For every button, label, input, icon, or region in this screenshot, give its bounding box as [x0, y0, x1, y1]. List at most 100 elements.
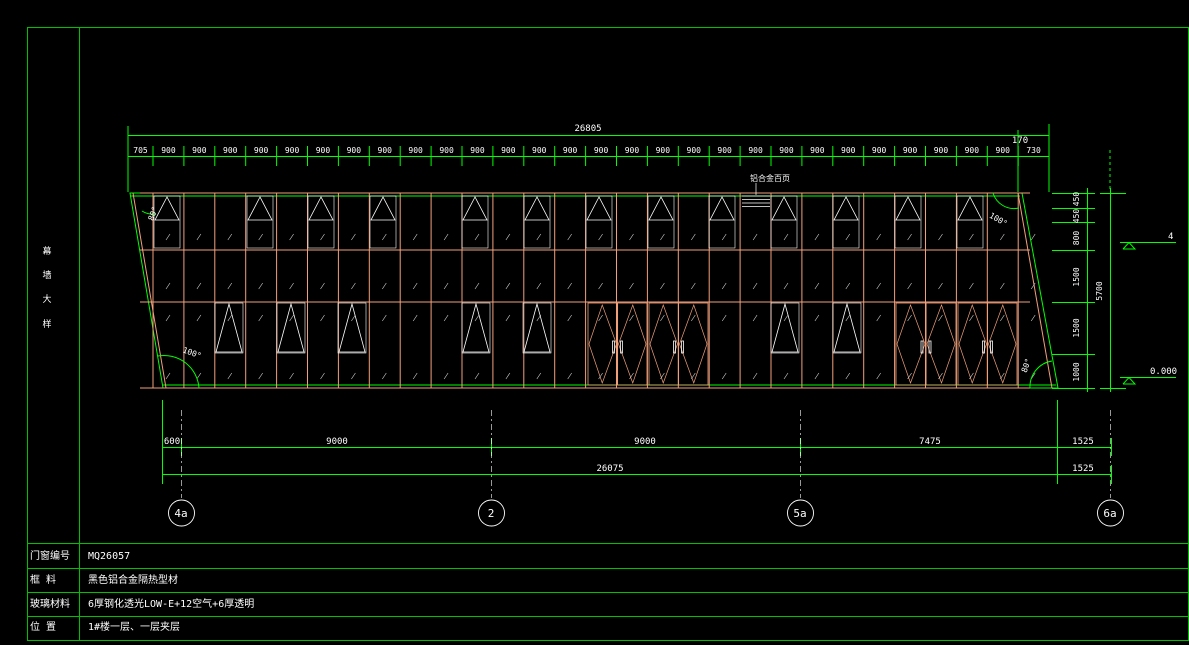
lower-vent-frame	[771, 303, 799, 353]
glass-mark	[197, 373, 201, 379]
glass-mark	[815, 234, 819, 240]
info-key-glass: 玻璃材料	[30, 597, 70, 610]
glass-mark	[846, 234, 850, 240]
lower-vent-triangle	[524, 304, 550, 352]
vent-frame	[957, 196, 983, 248]
lower-vent-frame	[462, 303, 490, 353]
height-label: 1000	[1072, 362, 1081, 381]
level-upper-label: 4	[1168, 232, 1173, 242]
side-label-char: 幕	[42, 245, 51, 257]
glass-mark	[939, 283, 943, 289]
glass-mark	[506, 283, 510, 289]
info-table: 门窗编号 MQ26057 框 料 黑色铝合金隔热型材 玻璃材料 6厚钢化透光LO…	[30, 549, 254, 633]
glass-mark	[166, 283, 170, 289]
glass-mark	[815, 373, 819, 379]
bottom-dim-label: 9000	[326, 437, 348, 447]
glass-mark	[475, 315, 479, 321]
angle-top-right: 100°	[988, 211, 1009, 228]
info-value-location: 1#楼一层、一层夹层	[88, 620, 180, 633]
segment-label: 900	[872, 146, 887, 155]
glass-mark	[351, 283, 355, 289]
glass-mark	[630, 283, 634, 289]
grid-axes	[169, 410, 1124, 526]
glass-mark	[197, 315, 201, 321]
vent-triangle	[958, 197, 982, 220]
wall-elevation	[130, 183, 1058, 388]
glass-mark	[321, 315, 325, 321]
segment-label: 900	[625, 146, 640, 155]
angle-arc	[1030, 361, 1052, 388]
vent-frame	[370, 196, 396, 248]
glass-mark	[691, 283, 695, 289]
lower-vent-triangle	[834, 304, 860, 352]
glass-mark	[259, 373, 263, 379]
bottom-dim-label: 7475	[919, 437, 941, 447]
axis-label-4a: 4a	[174, 507, 187, 520]
side-label: 幕 墙 大 样	[42, 245, 51, 330]
glass-mark	[784, 234, 788, 240]
glass-mark	[228, 234, 232, 240]
angle-arc	[993, 193, 1019, 209]
lower-vent-triangle	[772, 304, 798, 352]
bottom-dim-labels: 600 9000 9000 7475 1525 26075 1525	[164, 437, 1094, 474]
glass-mark	[475, 234, 479, 240]
vent-triangle	[587, 197, 611, 220]
height-label: 1500	[1072, 267, 1081, 286]
glass-mark	[568, 373, 572, 379]
glass-mark	[228, 315, 232, 321]
segment-label: 900	[594, 146, 609, 155]
vent-frame	[247, 196, 273, 248]
glass-mark	[197, 283, 201, 289]
lower-vent-frame	[338, 303, 366, 353]
vent-triangle	[710, 197, 734, 220]
glass-mark	[444, 315, 448, 321]
segment-label: 900	[687, 146, 702, 155]
segment-label: 900	[408, 146, 423, 155]
lower-vent-triangle	[339, 304, 365, 352]
mullion-slant-left	[133, 193, 166, 388]
glass-mark	[413, 373, 417, 379]
glass-mark	[382, 283, 386, 289]
glass-mark	[753, 283, 757, 289]
glass-mark	[228, 373, 232, 379]
vent-triangle	[649, 197, 673, 220]
bottom-dim-label: 9000	[634, 437, 656, 447]
glass-mark	[660, 315, 664, 321]
lower-vent-frame	[833, 303, 861, 353]
glass-mark	[815, 283, 819, 289]
segment-label: 900	[285, 146, 300, 155]
vent-triangle	[772, 197, 796, 220]
glass-mark	[537, 315, 541, 321]
axis-label-5a: 5a	[793, 507, 806, 520]
glass-mark	[1000, 315, 1004, 321]
glass-mark	[784, 315, 788, 321]
info-value-glass: 6厚钢化透光LOW-E+12空气+6厚透明	[88, 597, 254, 610]
level-markers	[1120, 243, 1176, 385]
glass-mark	[969, 283, 973, 289]
glass-mark	[444, 234, 448, 240]
vent-frame	[771, 196, 797, 248]
glass-mark	[753, 315, 757, 321]
glass-mark	[660, 234, 664, 240]
glass-mark	[1031, 234, 1035, 240]
glass-mark	[908, 234, 912, 240]
height-label: 1500	[1072, 318, 1081, 337]
segment-label: 900	[192, 146, 207, 155]
vent-frame	[308, 196, 334, 248]
axis-label-6a: 6a	[1103, 507, 1116, 520]
glass-mark	[599, 315, 603, 321]
glass-mark	[877, 315, 881, 321]
glass-mark	[691, 234, 695, 240]
lower-vent-triangle	[278, 304, 304, 352]
glass-mark	[444, 373, 448, 379]
segment-label: 900	[347, 146, 362, 155]
glass-mark	[908, 315, 912, 321]
glass-mark	[784, 373, 788, 379]
angle-labels: 80° 100° 100° 80°	[146, 205, 1033, 374]
glass-mark	[660, 283, 664, 289]
bottom-dim-label: 1525	[1072, 437, 1094, 447]
glass-mark	[290, 283, 294, 289]
glass-mark	[290, 373, 294, 379]
axis-label-2: 2	[488, 507, 495, 520]
mullion-slant-right	[1018, 193, 1052, 388]
